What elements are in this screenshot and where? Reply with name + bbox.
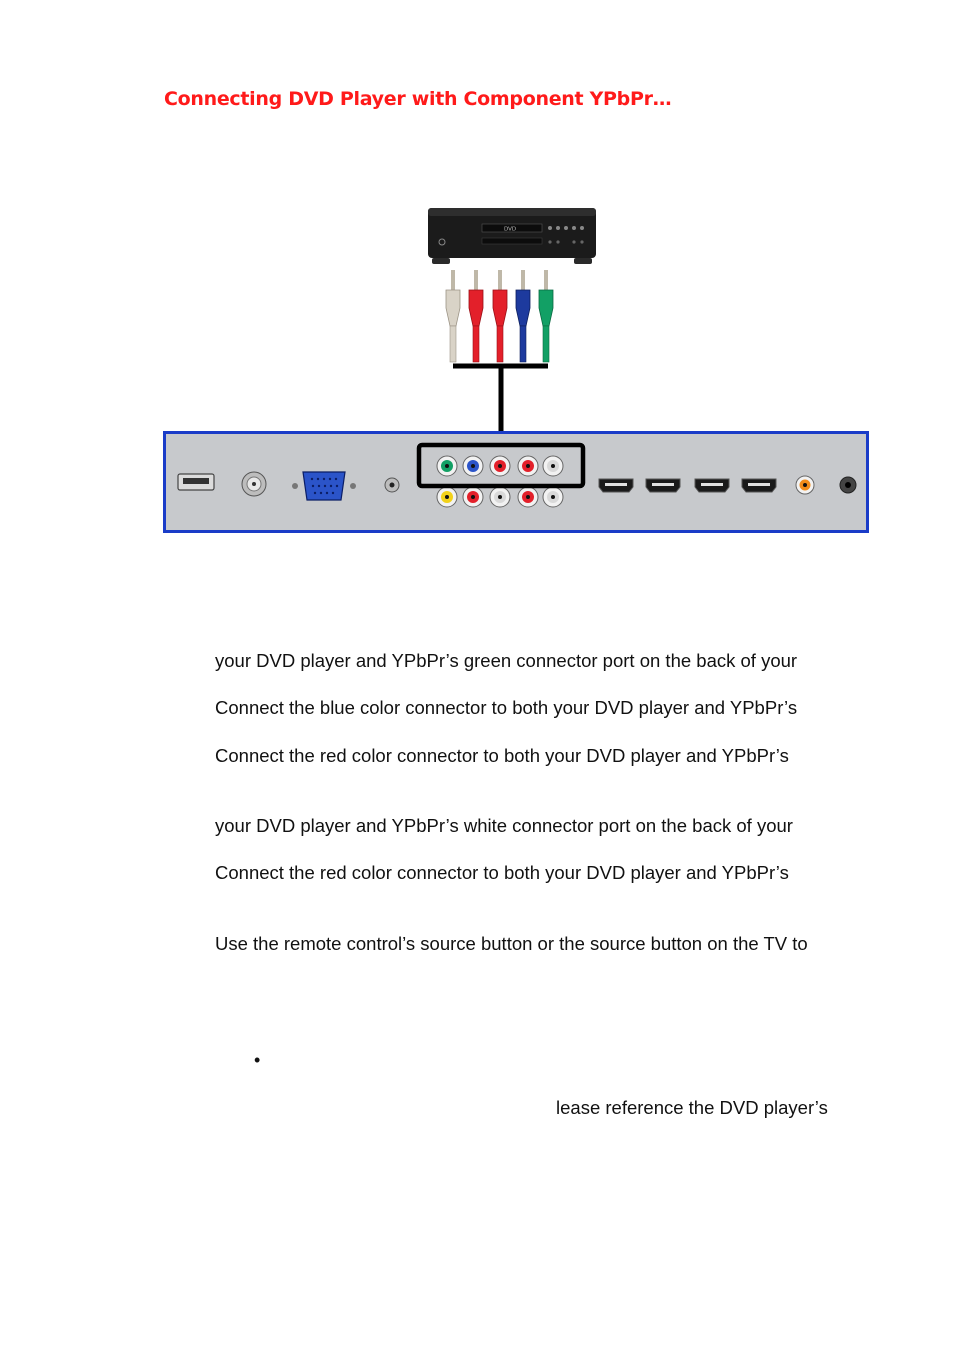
dvd-logo: DVD bbox=[504, 227, 516, 233]
headphone-jack-icon bbox=[839, 476, 857, 494]
pc-audio-jack-icon bbox=[384, 477, 400, 493]
tv-back-panel bbox=[163, 431, 869, 533]
step-white: your DVD player and YPbPr’s white connec… bbox=[215, 815, 793, 836]
step-blue: Connect the blue color connector to both… bbox=[215, 697, 798, 718]
coaxial-audio-icon bbox=[795, 475, 815, 495]
note-bullet: • bbox=[254, 1050, 261, 1070]
page-title: Connecting DVD Player with Component YPb… bbox=[164, 88, 672, 110]
step-red-2: Connect the red color connector to both … bbox=[215, 862, 789, 883]
component-ypbpr-ports bbox=[436, 455, 564, 477]
rf-input-icon bbox=[241, 471, 267, 497]
composite-av-ports bbox=[436, 486, 564, 508]
step-red-1: Connect the red color connector to both … bbox=[215, 745, 789, 766]
vga-port-icon bbox=[292, 471, 356, 501]
step-source: Use the remote control’s source button o… bbox=[215, 933, 808, 954]
note-text: lease reference the DVD player’s bbox=[556, 1097, 828, 1118]
component-cables bbox=[445, 270, 554, 363]
usb-port-icon bbox=[177, 473, 215, 491]
connection-diagram: DVD bbox=[163, 208, 869, 533]
ypbpr-highlight-box bbox=[416, 442, 586, 489]
dvd-player: DVD bbox=[428, 208, 596, 264]
step-green: your DVD player and YPbPr’s green connec… bbox=[215, 650, 798, 671]
